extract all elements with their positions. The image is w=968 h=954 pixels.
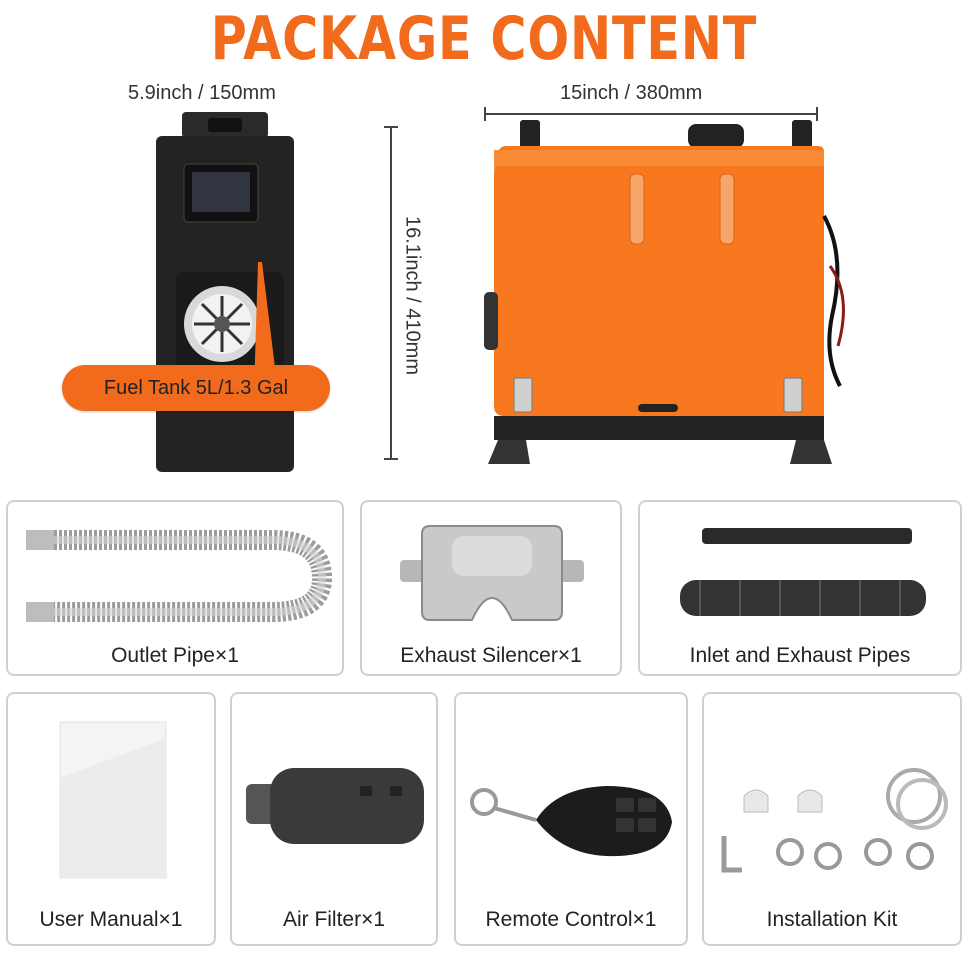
remote-control-image — [470, 786, 672, 857]
card-outlet-pipe: Outlet Pipe×1 — [6, 500, 344, 676]
inlet-exhaust-pipes-image — [680, 528, 926, 616]
height-tick-bottom — [384, 458, 398, 460]
front-width-label: 15inch / 380mm — [560, 82, 703, 104]
height-tick-top — [384, 126, 398, 128]
inlet-exhaust-pipes-label: Inlet and Exhaust Pipes — [689, 644, 911, 667]
heater-side-view — [156, 112, 294, 472]
card-installation-kit: Installation Kit — [702, 692, 962, 946]
card-user-manual: User Manual×1 — [6, 692, 216, 946]
card-exhaust-silencer: Exhaust Silencer×1 — [360, 500, 622, 676]
height-line — [390, 126, 392, 460]
fuel-tank-badge: Fuel Tank 5L/1.3 Gal — [62, 365, 330, 411]
installation-kit-label: Installation Kit — [766, 908, 898, 931]
user-manual-label: User Manual×1 — [39, 908, 183, 931]
side-width-label: 5.9inch / 150mm — [128, 82, 276, 104]
exhaust-silencer-label: Exhaust Silencer×1 — [400, 644, 582, 667]
air-filter-label: Air Filter×1 — [282, 908, 386, 931]
air-filter-image — [246, 768, 424, 844]
exhaust-silencer-image — [400, 525, 584, 621]
user-manual-image — [59, 721, 167, 879]
front-width-tick-right — [816, 107, 818, 121]
front-width-tick-left — [484, 107, 486, 121]
card-air-filter: Air Filter×1 — [230, 692, 438, 946]
heater-front-view — [484, 120, 845, 464]
card-remote-control: Remote Control×1 — [454, 692, 688, 946]
outlet-pipe-label: Outlet Pipe×1 — [111, 644, 239, 667]
card-inlet-exhaust-pipes: Inlet and Exhaust Pipes — [638, 500, 962, 676]
remote-control-label: Remote Control×1 — [485, 908, 657, 931]
front-width-line — [484, 113, 818, 115]
height-label: 16.1inch / 410mm — [401, 216, 424, 375]
installation-kit-image — [721, 768, 948, 873]
page-title: PACKAGE CONTENT — [210, 4, 758, 74]
outlet-pipe-image — [26, 530, 332, 622]
